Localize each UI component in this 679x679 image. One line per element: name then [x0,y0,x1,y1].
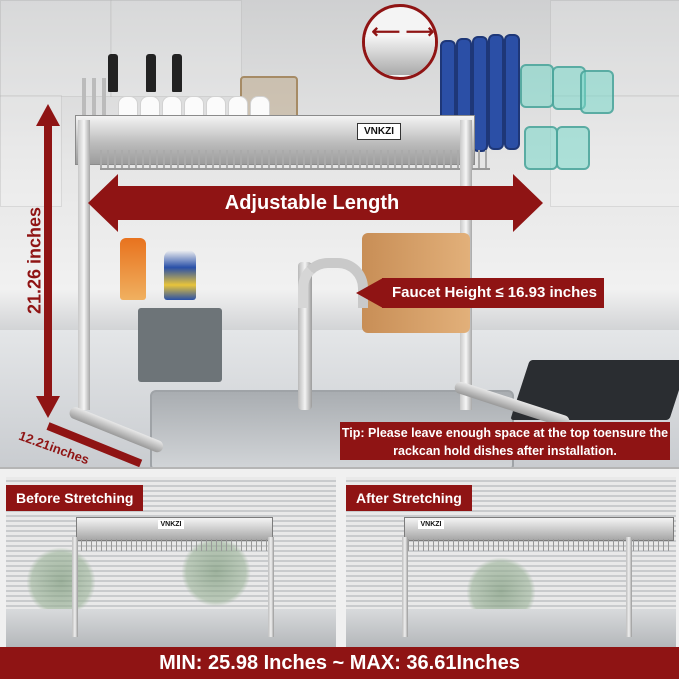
height-arrow-up-icon [36,104,60,126]
faucet-height-label: Faucet Height ≤ 16.93 inches [382,278,604,308]
height-label: 21.26 inches [24,206,45,315]
detail-inset: ⟵ ⟶ [362,4,438,80]
after-stretching-panel: VNKZI After Stretching [346,477,676,647]
before-stretching-label: Before Stretching [6,485,144,511]
installation-tip: Tip: Please leave enough space at the to… [340,422,670,460]
expand-arrows-icon: ⟵ ⟶ [371,21,435,43]
after-stretching-label: After Stretching [346,485,472,511]
faucet-arrow-icon [356,278,383,308]
mini-brand-after: VNKZI [418,520,444,529]
product-photo: VNKZI ⟵ ⟶ 21.26 inches 12.21inches Adjus… [0,0,679,467]
length-arrow-bar [110,186,514,220]
mini-brand-before: VNKZI [158,520,184,529]
rack-brand-label: VNKZI [357,123,401,140]
dish-towel [138,308,222,382]
comparison-panels: VNKZI Before Stretching VNKZI After Stre… [0,467,679,649]
rack-after [404,517,674,541]
rack-basket [100,150,490,170]
before-stretching-panel: VNKZI Before Stretching [6,477,336,647]
length-arrow-right-icon [513,174,543,232]
height-arrow-down-icon [36,396,60,418]
height-dimension-line [44,124,52,396]
adjustable-length-label: Adjustable Length [224,192,400,214]
soap-bottle [164,250,196,300]
spray-bottle [120,238,146,300]
size-range-banner: MIN: 25.98 Inches ~ MAX: 36.61Inches [0,647,679,679]
